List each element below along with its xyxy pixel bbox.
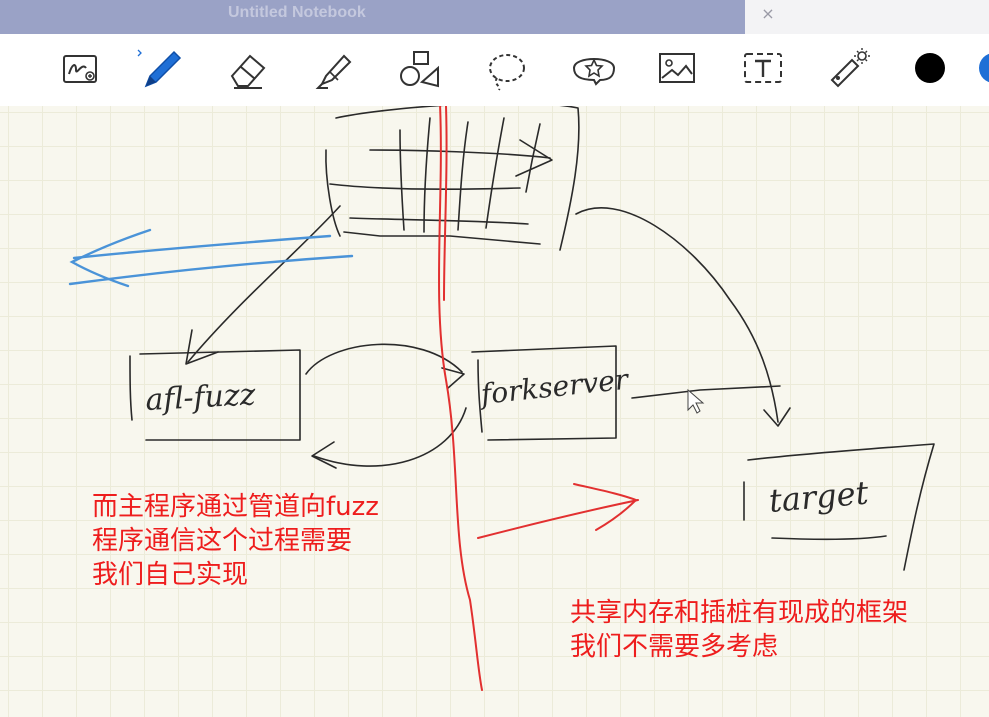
afl-fuzz-box [129,355,133,421]
text-box-icon[interactable] [741,46,785,92]
red-divider-line [437,106,483,691]
note-left-line-3: 我们自己实现 [92,560,249,590]
note-right-line-2: 我们不需要多考虑 [570,632,779,662]
title-bar: Untitled Notebook × [0,0,989,34]
target-label: target [767,473,870,520]
note-left: 而主程序通过管道向fuzz 程序通信这个过程需要 我们自己实现 [92,490,379,592]
afl-fuzz-label: afl-fuzz [145,377,257,418]
note-left-line-1: 而主程序通过管道向fuzz [92,492,379,522]
arrow-to-afl-fuzz [187,205,341,363]
note-left-line-2: 程序通信这个过程需要 [92,526,353,556]
red-arrow [477,499,639,539]
lasso-insert-icon[interactable] [60,46,104,92]
highlighter-icon[interactable] [312,46,356,92]
color-black-swatch[interactable] [910,46,954,92]
top-frame-stroke [335,106,580,251]
arrow-forkserver-to-afl [313,407,467,467]
laser-pointer-icon[interactable] [826,46,870,92]
image-icon[interactable] [656,46,700,92]
note-right: 共享内存和插桩有现成的框架 我们不需要多考虑 [570,596,908,664]
bluetooth-icon [137,49,142,57]
close-tab-button[interactable]: × [761,4,775,23]
arrow-afl-to-forkserver [305,343,463,375]
top-frame-left [325,149,341,237]
forkserver-label: forkserver [477,363,631,412]
color-blue-swatch[interactable] [972,46,989,92]
notebook-tab[interactable]: Untitled Notebook [0,0,745,34]
toolbar [0,34,989,107]
shapes-icon[interactable] [398,46,442,92]
blue-arrow [72,234,332,260]
arrow-forkserver-to-target [631,385,781,399]
target-box [747,443,935,571]
forkserver-box [471,345,617,441]
notebook-title: Untitled Notebook [228,4,366,21]
mouse-cursor-icon [687,388,705,414]
sticker-icon[interactable] [570,46,616,92]
notebook-canvas[interactable]: afl-fuzz forkserver target 而主程序通过管道向fuzz… [0,106,989,717]
lasso-select-icon[interactable] [485,46,529,92]
arrow-to-target [575,207,779,423]
eraser-icon[interactable] [226,46,270,92]
note-right-line-1: 共享内存和插桩有现成的框架 [570,598,909,628]
pen-icon[interactable] [134,46,182,92]
handwriting-layer: afl-fuzz forkserver target [68,106,935,691]
